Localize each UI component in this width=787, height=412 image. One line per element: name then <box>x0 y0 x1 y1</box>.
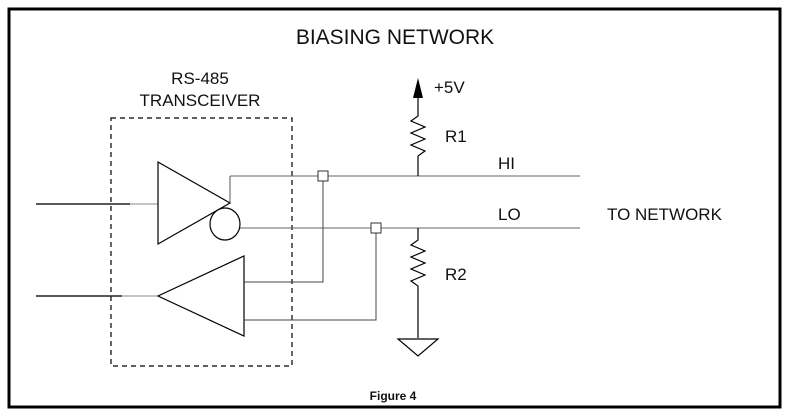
resistor-r1-symbol <box>409 110 427 176</box>
inversion-bubble <box>209 207 241 241</box>
receiver-buffer-symbol <box>156 255 245 337</box>
resistor-r1-label: R1 <box>445 127 467 146</box>
diagram-title: BIASING NETWORK <box>296 26 494 49</box>
resistor-r2-label: R2 <box>445 265 467 284</box>
transceiver-label-line2: TRANSCEIVER <box>140 91 261 110</box>
to-network-label: TO NETWORK <box>607 205 723 224</box>
transceiver-box <box>110 117 293 367</box>
supply-label: +5V <box>434 78 465 97</box>
ground-icon <box>396 338 440 357</box>
junction-hi <box>317 170 329 182</box>
figure-caption: Figure 4 <box>370 389 417 403</box>
supply-arrow-icon <box>413 78 423 98</box>
hi-label: HI <box>498 154 515 173</box>
receiver-input-hi-wire <box>244 176 324 283</box>
resistor-r2-symbol <box>409 228 427 338</box>
lo-label: LO <box>498 205 521 224</box>
driver-buffer-symbol <box>157 160 232 246</box>
receiver-input-lo-wire <box>244 228 377 321</box>
junction-lo <box>370 222 382 234</box>
outer-frame <box>7 7 782 409</box>
transceiver-label-line1: RS-485 <box>171 69 229 88</box>
